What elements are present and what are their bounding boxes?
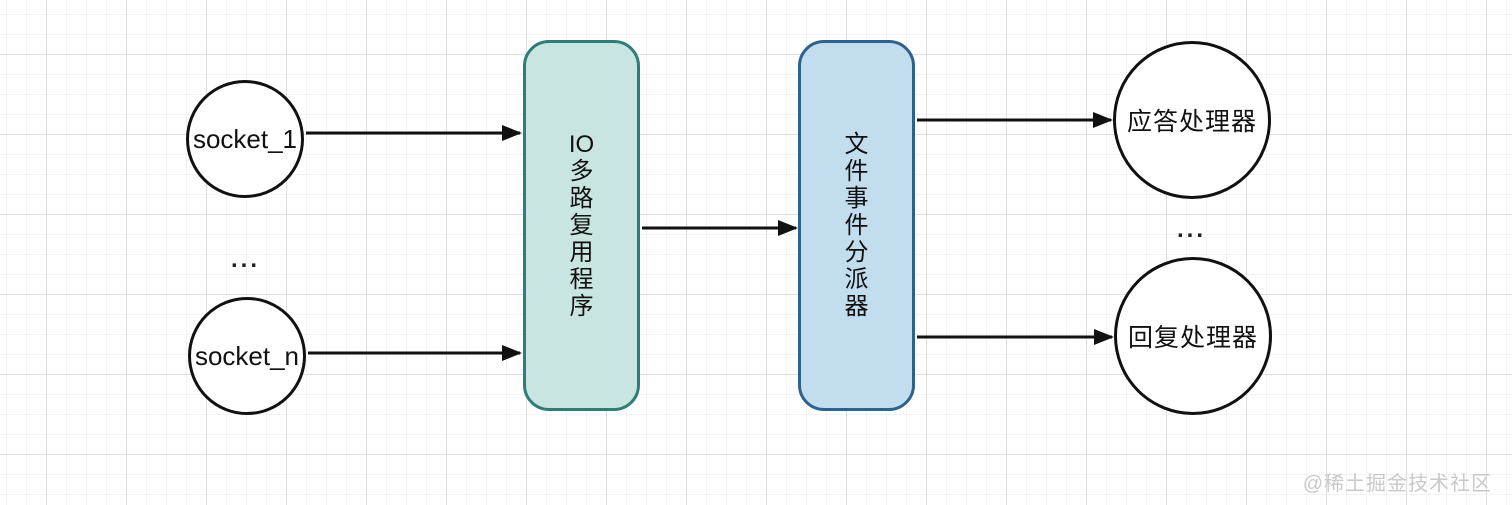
node-file-event-dispatcher-label: 文 件 事 件 分 派 器: [844, 131, 869, 320]
node-file-event-dispatcher: 文 件 事 件 分 派 器: [798, 40, 915, 411]
node-socket-n: socket_n: [188, 297, 306, 415]
ellipsis-left: ...: [231, 246, 261, 273]
watermark: @稀土掘金技术社区: [1302, 473, 1492, 495]
node-answer-processor-label: 应答处理器: [1126, 108, 1257, 136]
node-reply-processor: 回复处理器: [1114, 257, 1272, 415]
ellipsis-right: ...: [1177, 216, 1207, 243]
node-socket-1-label: socket_1: [192, 123, 298, 154]
node-socket-1: socket_1: [186, 80, 304, 198]
node-answer-processor: 应答处理器: [1113, 41, 1271, 199]
node-socket-n-label: socket_n: [194, 340, 300, 371]
node-io-multiplexer-label: IO 多 路 复 用 程 序: [568, 131, 595, 320]
node-io-multiplexer: IO 多 路 复 用 程 序: [523, 40, 640, 411]
node-reply-processor-label: 回复处理器: [1127, 324, 1258, 352]
